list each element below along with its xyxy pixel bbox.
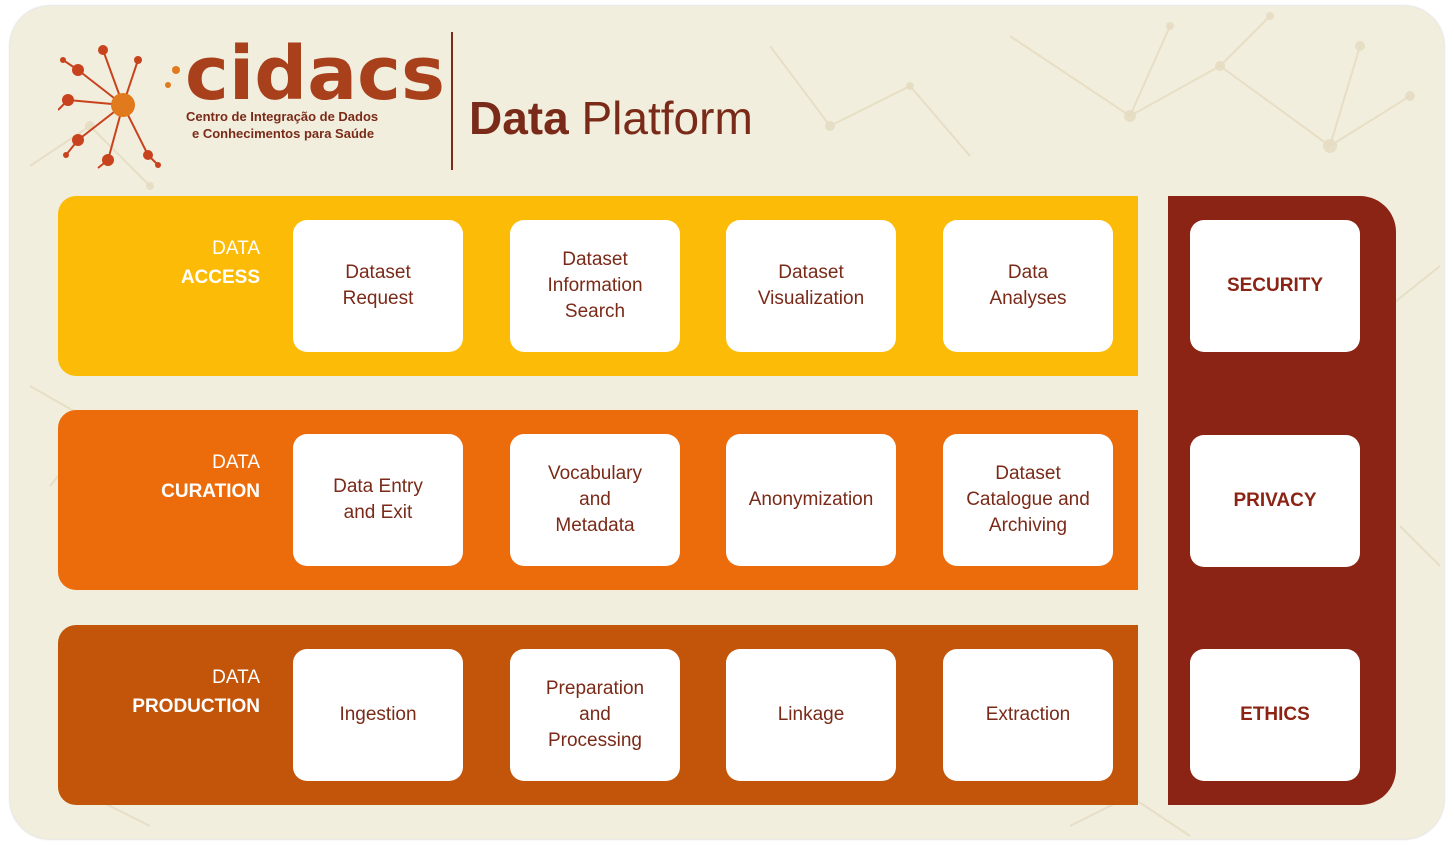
- component-box: Linkage: [726, 649, 896, 781]
- component-label: Linkage: [777, 704, 845, 725]
- component-box: Preparation and Processing: [510, 649, 680, 781]
- component-label: Dataset Visualization: [757, 262, 865, 309]
- component-box: Dataset Visualization: [726, 220, 896, 352]
- component-label: Anonymization: [748, 489, 874, 510]
- brand-subtitle-line1: Centro de Integração de Dados: [186, 109, 379, 124]
- layer-label-line1: DATA: [212, 238, 260, 259]
- component-label: Ingestion: [339, 704, 417, 725]
- layer-label-line2: PRODUCTION: [132, 696, 260, 717]
- layer-data-access: DATA ACCESS Dataset Request Dataset Info…: [58, 196, 1138, 376]
- component-label: Dataset Information Search: [547, 249, 643, 322]
- pillar-box-privacy: PRIVACY: [1190, 435, 1360, 567]
- layer-label-line2: ACCESS: [180, 267, 260, 288]
- layer-label-line1: DATA: [212, 667, 260, 688]
- component-label: Preparation and Processing: [545, 678, 645, 751]
- component-label: Vocabulary and Metadata: [547, 463, 642, 536]
- component-box: Vocabulary and Metadata: [510, 434, 680, 566]
- component-box: Dataset Information Search: [510, 220, 680, 352]
- layer-data-curation: DATA CURATION Data Entry and Exit Vocabu…: [58, 410, 1138, 590]
- platform-card: cidacs Centro de Integração de Dados e C…: [10, 6, 1444, 839]
- pillar-label: ETHICS: [1240, 704, 1310, 725]
- component-box: Ingestion: [293, 649, 463, 781]
- component-label: Extraction: [985, 704, 1071, 725]
- layer-label: DATA PRODUCTION: [132, 663, 260, 721]
- component-label: Data Entry and Exit: [333, 476, 423, 523]
- pillar-box-security: SECURITY: [1190, 220, 1360, 352]
- header-divider: [451, 32, 453, 170]
- page-title: Data Platform: [469, 90, 753, 146]
- layer-data-production: DATA PRODUCTION Ingestion Preparation an…: [58, 625, 1138, 805]
- network-pattern-decoration: [29, 12, 1441, 837]
- layer-label-line1: DATA: [212, 452, 260, 473]
- page-title-regular: Platform: [581, 92, 753, 144]
- brand-subtitle-line2: e Conhecimentos para Saúde: [192, 126, 375, 141]
- pillar-box-ethics: ETHICS: [1190, 649, 1360, 781]
- layer-label-line2: CURATION: [161, 481, 260, 502]
- component-box: Dataset Catalogue and Archiving: [943, 434, 1113, 566]
- layer-label: DATA CURATION: [161, 448, 260, 506]
- component-label: Data Analyses: [989, 262, 1067, 309]
- component-box: Dataset Request: [293, 220, 463, 352]
- component-box: Extraction: [943, 649, 1113, 781]
- cross-cutting-pillar: SECURITY PRIVACY ETHICS: [1168, 196, 1396, 805]
- cidacs-network-logo-icon: [58, 45, 180, 169]
- component-label: Dataset Catalogue and Archiving: [966, 463, 1090, 536]
- page-title-bold: Data: [469, 92, 569, 144]
- pillar-label: PRIVACY: [1233, 490, 1317, 511]
- component-box: Data Entry and Exit: [293, 434, 463, 566]
- pillar-label: SECURITY: [1226, 275, 1324, 296]
- component-box: Anonymization: [726, 434, 896, 566]
- brand-name: cidacs: [185, 31, 446, 117]
- layer-label: DATA ACCESS: [181, 234, 260, 292]
- component-label: Dataset Request: [342, 262, 414, 309]
- component-box: Data Analyses: [943, 220, 1113, 352]
